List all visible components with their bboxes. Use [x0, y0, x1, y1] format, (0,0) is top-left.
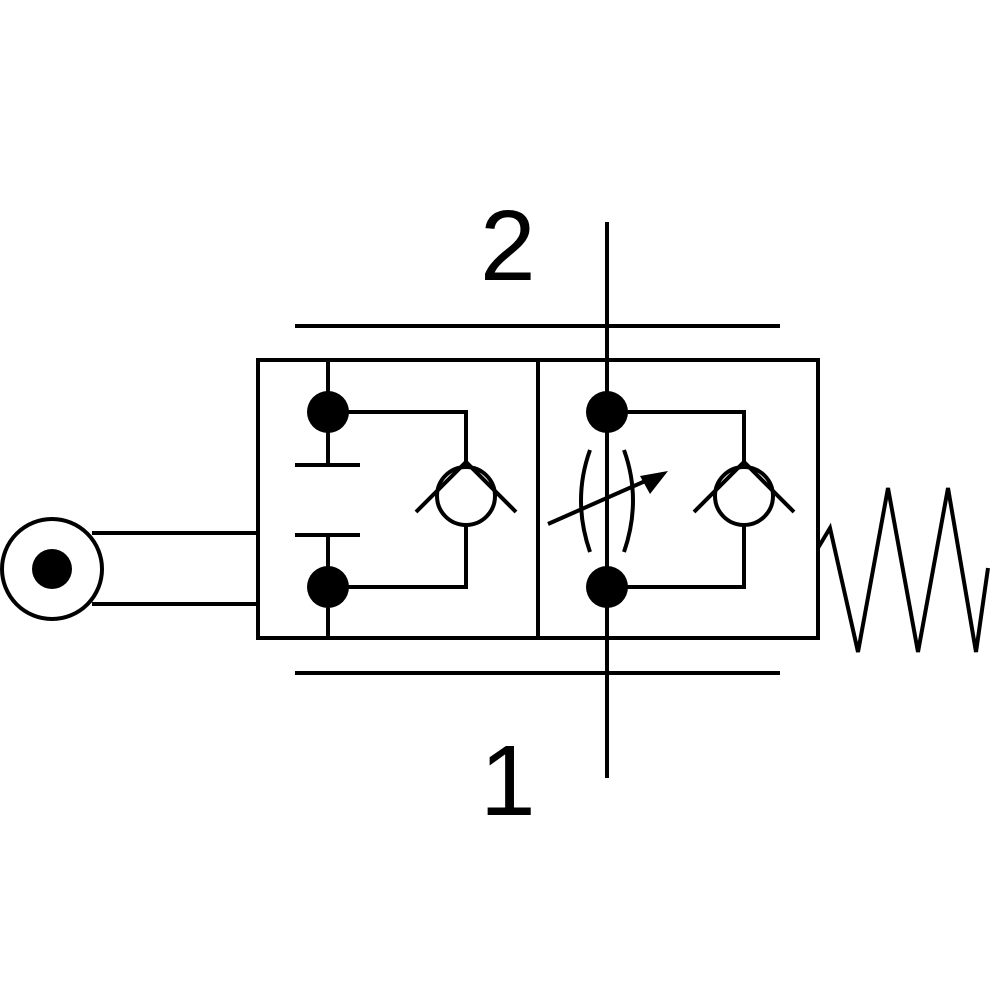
port-label-1: 1 [480, 725, 536, 837]
throttle-icon [579, 449, 635, 553]
roller-icon [0, 517, 104, 621]
check-valve-icon [414, 459, 518, 527]
check-valve-icon [692, 459, 796, 527]
valve-position-right [536, 358, 820, 640]
right-position-flowpath [586, 391, 746, 608]
roller-lever-actuator [0, 517, 258, 621]
adjustable-arrow-icon [547, 471, 668, 526]
left-position-flowpath [295, 360, 468, 638]
spring-icon [816, 487, 990, 653]
port-label-2: 2 [480, 190, 536, 302]
